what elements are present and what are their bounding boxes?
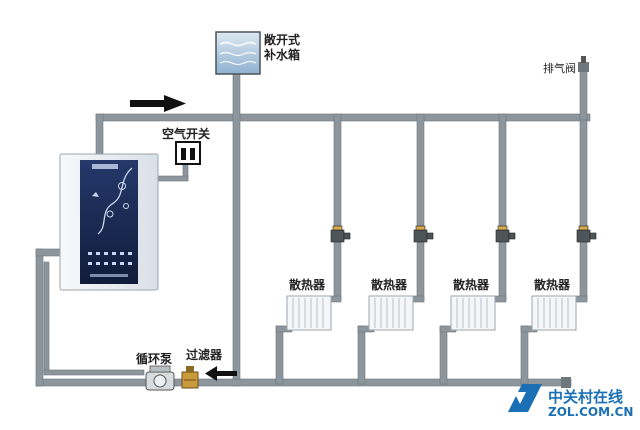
radiator-icon-1: [286, 295, 332, 331]
return-pipe-main: [35, 378, 572, 387]
radiator-valve-icon-4: [576, 225, 597, 243]
radiator-valve-icon-2: [413, 225, 434, 243]
filter-label: 过滤器: [186, 348, 223, 362]
zol-logo-icon: [508, 384, 542, 412]
radiator-valve-icon-1: [330, 225, 351, 243]
air-switch-icon: [175, 141, 201, 165]
radiator-label-4: 散热器: [534, 278, 571, 292]
wall-boiler: [59, 153, 159, 291]
vent-valve-label: 排气阀: [543, 62, 576, 75]
flow-arrow-return: [205, 366, 237, 381]
radiator-label-1: 散热器: [289, 278, 326, 292]
circulation-pump-icon: [145, 365, 175, 391]
tank-label-line1: 敞开式: [264, 33, 301, 47]
air-vent-valve-icon: [578, 56, 589, 72]
boiler-front-panel: [80, 160, 138, 284]
radiator-valve-icons: [330, 225, 597, 243]
pump-label: 循环泵: [136, 352, 173, 366]
boiler-return-pipe-v: [43, 261, 50, 373]
tank-feed-pipe: [232, 71, 241, 387]
radiator-valve-icon-3: [495, 225, 516, 243]
radiator-label-2: 散热器: [371, 278, 408, 292]
radiator-icon-3: [450, 295, 496, 331]
return-pipe-stub: [561, 377, 571, 388]
boiler-return-pipe-h: [43, 369, 145, 376]
vent-pipe: [579, 69, 588, 121]
flow-arrow-supply: [130, 95, 186, 112]
watermark-cn: 中关村在线: [548, 388, 624, 406]
watermark-en: ZOL.COM.CN: [548, 405, 634, 419]
pipe-network: [35, 69, 591, 387]
return-pipe-left-riser: [35, 248, 44, 387]
radiator-label-3: 散热器: [453, 278, 490, 292]
air-switch-label: 空气开关: [162, 127, 211, 141]
tank-label-line2: 补水箱: [264, 48, 301, 62]
supply-pipe-main: [95, 113, 591, 122]
radiator-icon-4: [531, 295, 577, 331]
filter-icon: [181, 366, 199, 389]
radiator-icon-2: [368, 295, 414, 331]
supply-pipe-riser-boiler: [95, 113, 104, 159]
expansion-tank: [215, 31, 261, 75]
